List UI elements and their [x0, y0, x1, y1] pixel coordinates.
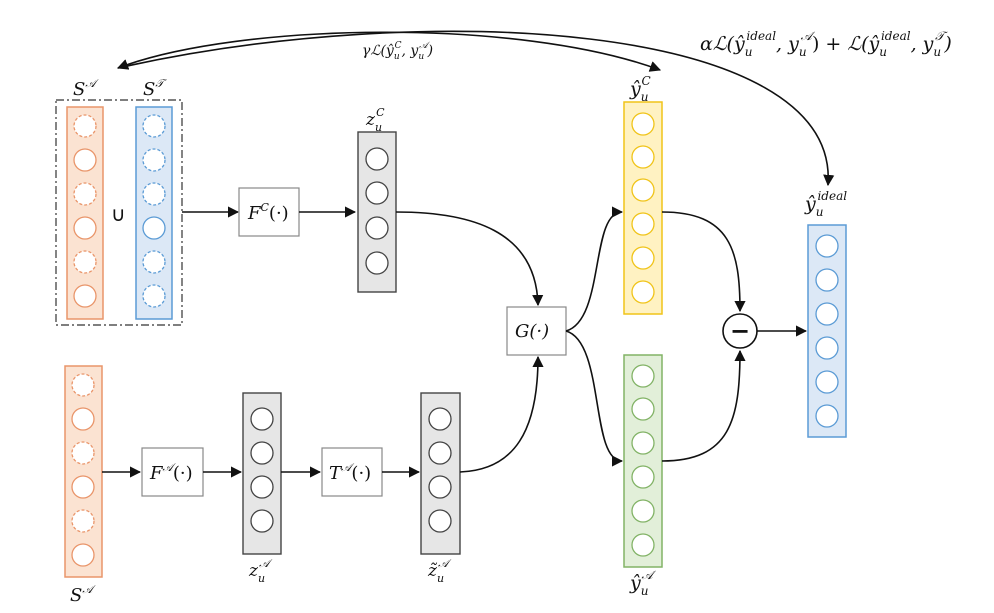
y-c-label: ŷuC: [629, 74, 651, 104]
svg-text:FC(·): FC(·): [247, 201, 289, 224]
z-a-column: [242, 392, 282, 555]
edge-zc-to-g: [395, 211, 544, 307]
svg-text:T𝒜(·): T𝒜(·): [329, 461, 371, 484]
edge-ztilde-to-g: [459, 355, 544, 473]
f-a-box: F𝒜(·): [141, 447, 204, 497]
y-ideal-column: [807, 224, 847, 438]
s-a-bottom-column: [64, 365, 103, 578]
edge-g-to-yc: [565, 206, 624, 332]
alpha-loss-label: αℒ(ŷuideal, yu𝒜) + ℒ(ŷuideal, yu𝒯): [700, 29, 952, 59]
s-a-bottom-label: S𝒜: [70, 583, 96, 606]
gamma-loss-arc: [116, 31, 662, 72]
gamma-loss-label: γℒ(ŷuC, yu𝒜): [362, 41, 433, 62]
g-box: G(·): [506, 306, 567, 356]
z-c-label: zuC: [365, 106, 385, 134]
alpha-loss-arc: [117, 30, 835, 187]
z-a-label: zu𝒜: [248, 557, 273, 585]
subtract-node: −: [722, 313, 758, 349]
svg-text:F𝒜(·): F𝒜(·): [149, 461, 193, 484]
s-a-top-column: [66, 106, 104, 320]
z-tilde-a-column: [420, 392, 461, 555]
z-c-column: [357, 131, 397, 293]
s-t-label: S𝒯: [143, 77, 167, 100]
z-tilde-a-label: z̃u𝒜: [427, 557, 452, 585]
s-a-top-label: S𝒜: [73, 77, 99, 100]
y-a-label: ŷu𝒜: [629, 568, 656, 598]
edge-g-to-ya: [565, 330, 624, 467]
edge-yc-to-minus: [661, 211, 746, 313]
f-c-box: FC(·): [238, 187, 300, 237]
y-ideal-label: ŷuideal: [804, 189, 847, 219]
y-c-column: [623, 101, 663, 315]
svg-text:−: −: [730, 317, 750, 345]
y-a-column: [623, 354, 663, 568]
svg-text:G(·): G(·): [515, 321, 549, 342]
s-t-column: [135, 106, 173, 320]
edge-ya-to-minus: [661, 349, 746, 462]
t-a-box: T𝒜(·): [321, 447, 383, 497]
union-symbol: ∪: [111, 202, 126, 226]
